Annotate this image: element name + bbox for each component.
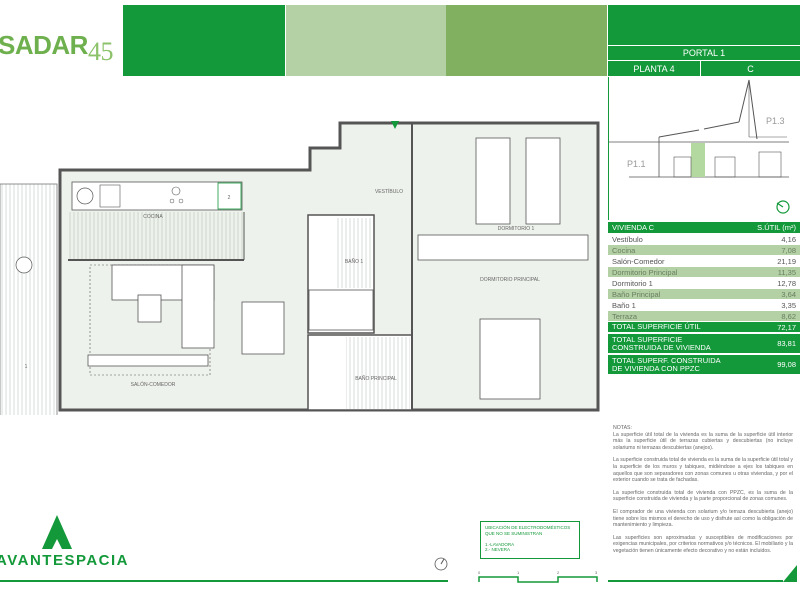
color-band-4: [608, 5, 800, 45]
developer-logo-icon: [42, 515, 72, 554]
room-label-vestibulo: VESTÍBULO: [375, 188, 403, 195]
north-arrow-icon: [776, 200, 790, 214]
scale-tick: 3: [595, 570, 598, 575]
project-logo: SADAR45: [0, 30, 113, 66]
row-label: Dormitorio Principal: [612, 267, 678, 277]
key-label-p11: P1.1: [627, 159, 646, 169]
total-label: TOTAL SUPERFICIE ÚTIL: [612, 322, 701, 331]
entrance-marker-icon: [391, 121, 399, 129]
row-label: Cocina: [612, 245, 636, 255]
table-row: Dormitorio Principal 11,35: [608, 267, 800, 278]
row-value: 11,35: [777, 267, 796, 277]
note-paragraph: La superficie construida total de vivien…: [613, 457, 793, 484]
row-label: Vestíbulo: [612, 234, 643, 244]
total-value: 83,81: [777, 339, 796, 348]
kitchen-counter: [71, 181, 243, 211]
scale-tick: 1: [517, 570, 520, 575]
developer-logo: AVANTESPACIA: [0, 552, 130, 569]
table-row: Vestíbulo 4,16: [608, 234, 800, 245]
key-plan: P1.3 P1.1: [608, 77, 800, 220]
notes: NOTAS: La superficie útil total de la vi…: [613, 425, 793, 561]
note-paragraph: Las superficies son aproximadas y suscep…: [613, 534, 793, 554]
row-label: Baño Principal: [612, 289, 661, 299]
appliance-mark-2: 2: [228, 195, 231, 201]
notes-title: NOTAS:: [613, 425, 632, 431]
total-label: TOTAL SUPERFICIE CONSTRUIDA DE VIVIENDA: [612, 334, 711, 352]
row-label: Dormitorio 1: [612, 278, 653, 288]
note-paragraph: La superficie útil total de la vivienda …: [613, 431, 793, 451]
key-label-p13: P1.3: [766, 116, 785, 126]
room-label-dormitorio-principal: DORMITORIO PRINCIPAL: [480, 277, 540, 283]
total-row: TOTAL SUPERFICIE ÚTIL 72,17: [608, 322, 800, 334]
corner-triangle: [783, 565, 797, 582]
color-band-1: [123, 5, 285, 76]
row-value: 8,62: [781, 311, 796, 321]
appliance-legend: UBICACIÓN DE ELECTRODOMÉSTICOS QUE NO SE…: [480, 521, 580, 559]
row-value: 12,78: [777, 278, 796, 288]
table-row: Baño 1 3,35: [608, 300, 800, 311]
total-row: TOTAL SUPERFICIE CONSTRUIDA DE VIVIENDA 8…: [608, 334, 800, 355]
room-label-salon: SALÓN-COMEDOR: [131, 381, 176, 388]
total-value: 72,17: [777, 322, 796, 332]
room-label-cocina: COCINA: [143, 214, 163, 220]
total-row: TOTAL SUPERF. CONSTRUIDA DE VIVIENDA CON…: [608, 355, 800, 376]
row-label: Baño 1: [612, 300, 636, 310]
table-row: Terraza 8,62: [608, 311, 800, 322]
wardrobe: [417, 234, 589, 261]
row-label: Salón-Comedor: [612, 256, 665, 266]
portal-label: PORTAL 1: [608, 46, 800, 60]
header-unit: S.ÚTIL (m²): [757, 223, 796, 232]
note-paragraph: La superficie construida total de vivien…: [613, 489, 793, 503]
table-row: Salón-Comedor 21,19: [608, 256, 800, 267]
legend-title: UBICACIÓN DE ELECTRODOMÉSTICOS QUE NO SE…: [485, 525, 571, 536]
row-value: 3,35: [781, 300, 796, 310]
row-value: 7,08: [781, 245, 796, 255]
row-value: 21,19: [777, 256, 796, 266]
room-label-dormitorio-1: DORMITORIO 1: [498, 226, 535, 232]
color-band-2: [286, 5, 446, 76]
terrace: [0, 183, 58, 415]
row-value: 4,16: [781, 234, 796, 244]
room-label-bano-principal: BAÑO PRINCIPAL: [355, 375, 397, 382]
scale-bar: 0 1 2 3: [478, 568, 603, 593]
row-value: 3,64: [781, 289, 796, 299]
table-row: Baño Principal 3,64: [608, 289, 800, 300]
legend-item: 2.- NEVERA: [485, 547, 511, 552]
room-label-bano-1: BAÑO 1: [345, 258, 364, 265]
legend-item: 1.-LAVADORA: [485, 541, 515, 547]
appliance-mark-1: 1: [25, 364, 28, 370]
table-row: Dormitorio 1 12,78: [608, 278, 800, 289]
table-header: VIVIENDA C S.ÚTIL (m²): [608, 222, 800, 234]
bottom-divider: [0, 580, 448, 582]
total-label: TOTAL SUPERF. CONSTRUIDA DE VIVIENDA CON…: [612, 355, 721, 373]
floor-label: PLANTA 4: [608, 61, 700, 76]
divider: [608, 580, 783, 582]
floor-plan: 2 VESTÍBULO COCINA SALÓN-COMEDOR DORMITO…: [0, 121, 600, 415]
note-paragraph: El comprador de una vivienda con solariu…: [613, 508, 793, 529]
color-band-3: [446, 5, 607, 76]
north-arrow-icon: [434, 557, 448, 576]
scale-tick: 2: [557, 570, 560, 575]
header-label: VIVIENDA C: [612, 223, 655, 232]
row-label: Terraza: [612, 311, 638, 321]
scale-tick: 0: [478, 570, 481, 575]
unit-label: C: [701, 61, 800, 76]
total-value: 99,08: [777, 360, 796, 369]
table-row: Cocina 7,08: [608, 245, 800, 256]
